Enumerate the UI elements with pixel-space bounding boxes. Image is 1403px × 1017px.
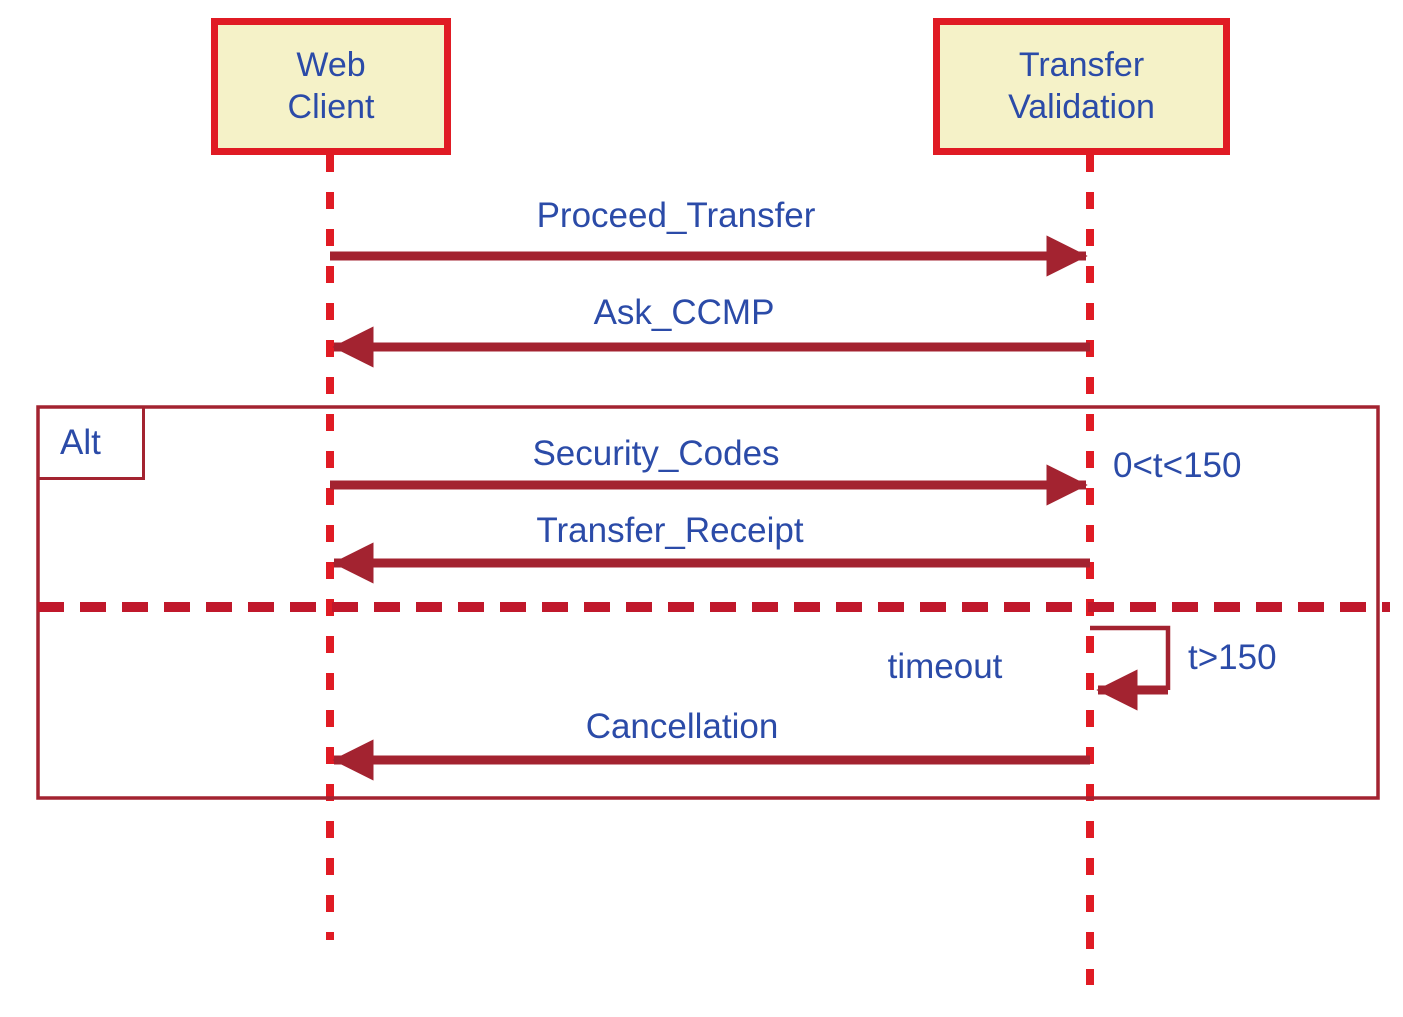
timing-constraint-upper: 0<t<150 — [1113, 446, 1242, 485]
alt-fragment-frame — [36, 405, 1390, 800]
lifeline-dashes — [326, 155, 1094, 985]
timeout-loop-path — [1090, 625, 1171, 690]
message-label-cancellation: Cancellation — [585, 707, 779, 746]
participant-box-web-client[interactable]: Web Client — [211, 18, 451, 155]
participant-web-client-line2: Client — [287, 87, 375, 126]
message-label-timeout: timeout — [887, 647, 1003, 686]
participant-transfer-validation-line1: Transfer — [1018, 46, 1145, 85]
message-label-ask-ccmp: Ask_CCMP — [593, 293, 775, 332]
alt-fragment-operator-tag: Alt — [38, 407, 145, 480]
participant-box-transfer-validation[interactable]: Transfer Validation — [933, 18, 1230, 155]
message-label-security-codes: Security_Codes — [532, 434, 780, 473]
timing-constraint-lower: t>150 — [1188, 638, 1277, 677]
participant-web-client-line1: Web — [296, 46, 366, 85]
alt-fragment-operator-label: Alt — [60, 422, 101, 462]
message-arrows — [330, 235, 1171, 781]
participant-transfer-validation-line2: Validation — [1008, 87, 1155, 126]
message-arrow-timeout-self-loop — [1090, 625, 1171, 711]
message-label-proceed-transfer: Proceed_Transfer — [536, 196, 816, 235]
message-label-transfer-receipt: Transfer_Receipt — [536, 511, 804, 550]
